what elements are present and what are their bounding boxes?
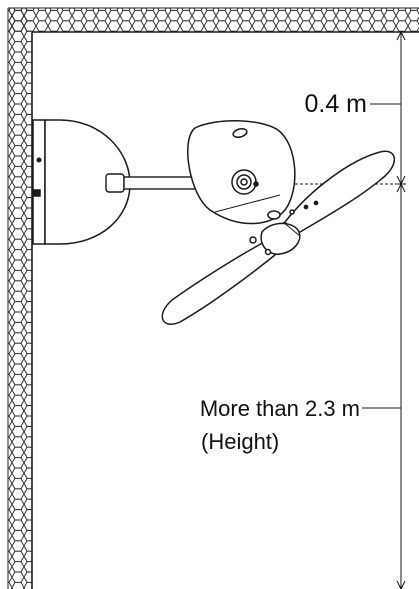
height-note: (Height) — [201, 429, 279, 454]
fan-blades — [161, 150, 395, 325]
clearance-label: 0.4 m — [304, 90, 367, 118]
height-label: More than 2.3 m — [200, 396, 360, 421]
motor-housing — [187, 120, 296, 225]
wall-mount — [32, 119, 131, 245]
wall — [7, 8, 33, 589]
dimension-line — [362, 30, 406, 589]
ceiling — [8, 7, 419, 33]
